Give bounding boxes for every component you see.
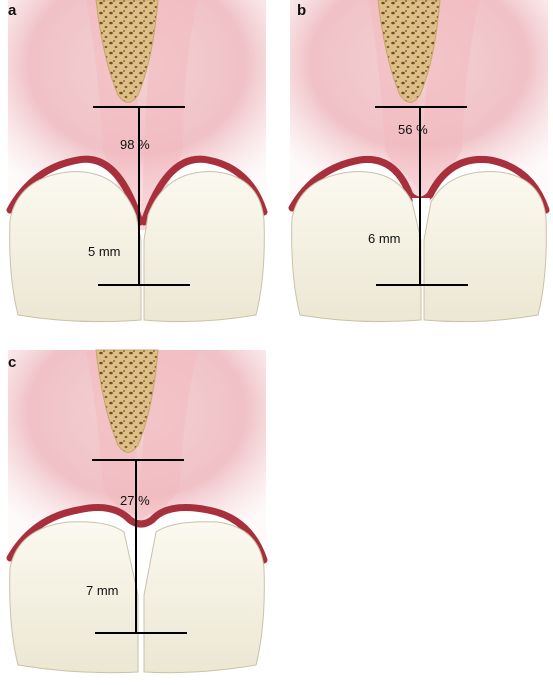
- distance-label: 6 mm: [368, 231, 401, 246]
- gingiva: [8, 350, 266, 555]
- panel-c: 27 % 7 mm: [6, 349, 268, 674]
- gingiva: [290, 0, 548, 205]
- distance-label: 5 mm: [88, 244, 121, 259]
- bone-crest: [95, 0, 159, 103]
- percent-label: 56 %: [398, 122, 428, 137]
- distance-label: 7 mm: [86, 583, 119, 598]
- right-tooth: [143, 171, 265, 323]
- gingival-margin: [6, 504, 268, 564]
- panel-b: 56 % 6 mm: [288, 0, 550, 323]
- left-tooth: [291, 171, 422, 323]
- black-triangle: [123, 528, 156, 595]
- percent-label: 98 %: [120, 137, 150, 152]
- panel-letter-c: c: [8, 354, 17, 371]
- gingival-margin: [6, 155, 268, 226]
- panel-letter-a: a: [8, 2, 17, 19]
- panel-letter-b: b: [297, 2, 307, 19]
- percent-label: 27 %: [120, 493, 150, 508]
- left-tooth: [9, 521, 139, 674]
- right-tooth: [143, 521, 265, 674]
- panel-a: 98 % 5 mm: [6, 0, 268, 323]
- left-tooth: [9, 171, 142, 323]
- bone-crest: [377, 0, 441, 103]
- bone-crest: [95, 349, 159, 453]
- right-tooth: [423, 171, 547, 323]
